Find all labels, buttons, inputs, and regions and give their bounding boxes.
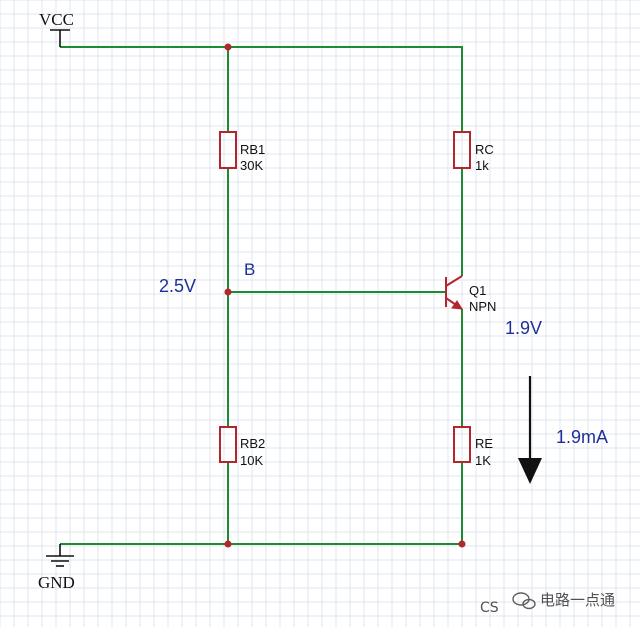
- q1-name: Q1: [469, 283, 486, 298]
- wechat-icon: [512, 592, 536, 610]
- junction-bottom-right: [458, 540, 466, 548]
- emitter-voltage-annotation: 1.9V: [505, 318, 542, 338]
- re-value: 1K: [475, 453, 491, 468]
- vcc-symbol: [50, 29, 70, 47]
- wires: [60, 46, 463, 545]
- rc-value: 1k: [475, 158, 489, 173]
- resistor-rb1[interactable]: [219, 131, 237, 169]
- watermark: CS 电路一点通: [480, 591, 615, 616]
- emitter-current-annotation: 1.9mA: [556, 427, 608, 447]
- resistor-rc[interactable]: [453, 131, 471, 169]
- base-voltage-annotation: 2.5V: [159, 276, 196, 296]
- rb1-value: 30K: [240, 158, 263, 173]
- transistor-q1[interactable]: [445, 275, 463, 310]
- junctions: [224, 43, 466, 548]
- q1-type: NPN: [469, 299, 496, 314]
- wire-vcc-rail: [60, 46, 463, 132]
- re-name: RE: [475, 436, 493, 451]
- resistor-rb2[interactable]: [219, 426, 237, 463]
- vcc-label: VCC: [39, 10, 74, 29]
- junction-base: [224, 288, 232, 296]
- current-arrow-down-icon: [518, 376, 542, 484]
- base-node-label: B: [244, 260, 255, 279]
- gnd-symbol: [46, 544, 74, 567]
- rb2-name: RB2: [240, 436, 265, 451]
- rc-name: RC: [475, 142, 494, 157]
- resistor-re[interactable]: [453, 426, 471, 463]
- watermark-text: 电路一点通: [540, 591, 615, 609]
- rb1-name: RB1: [240, 142, 265, 157]
- watermark-prefix: CS: [480, 600, 499, 616]
- junction-bottom-left: [224, 540, 232, 548]
- junction-top: [224, 43, 232, 51]
- rb2-value: 10K: [240, 453, 263, 468]
- gnd-label: GND: [38, 573, 75, 592]
